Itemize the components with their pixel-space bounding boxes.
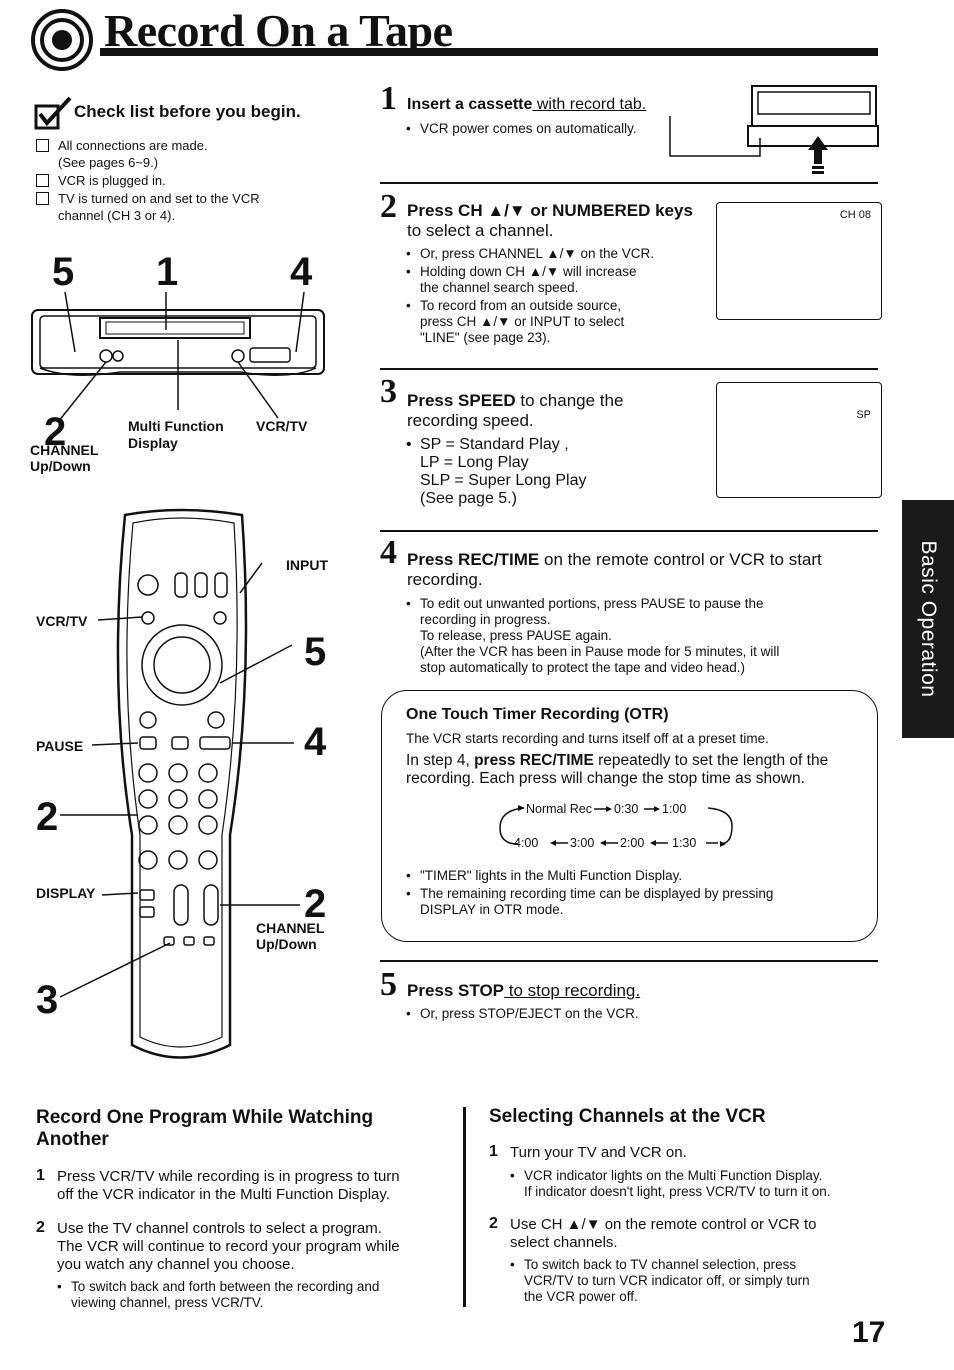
step-4-number: 4 (380, 534, 397, 571)
remote-illustration (59, 508, 300, 1059)
list-item: Use the TV channel controls to select a … (57, 1220, 400, 1273)
list-item: Press VCR/TV while recording is in progr… (57, 1168, 400, 1203)
divider (380, 530, 878, 532)
record-while-watching-heading: Record One Program While Watching Anothe… (36, 1107, 374, 1150)
remote-vcrtv-label: VCR/TV (36, 613, 88, 629)
tv-screen-speed: SP (716, 382, 882, 498)
step-1-bullets: VCR power comes on automatically. (406, 121, 676, 139)
step-5-heading: Press STOP to stop recording. (407, 981, 641, 1000)
vcr-illustration (31, 291, 325, 423)
bullet-item: "TIMER" lights in the Multi Function Dis… (406, 868, 866, 884)
remote-callout-4: 4 (304, 720, 327, 764)
otr-cycle-300: 3:00 (570, 836, 595, 850)
otr-title: One Touch Timer Recording (OTR) (406, 706, 669, 723)
vcr-callout-1: 1 (156, 250, 179, 294)
otr-cycle-030: 0:30 (614, 802, 639, 816)
otr-line2: In step 4, press REC/TIME repeatedly to … (406, 752, 829, 787)
step-1-heading: Insert a cassette with record tab. (407, 96, 647, 113)
otr-box (381, 690, 878, 942)
otr-cycle-130: 1:30 (672, 836, 697, 850)
step-2-number: 2 (380, 188, 397, 225)
divider (380, 182, 878, 184)
otr-cycle-200: 2:00 (620, 836, 645, 850)
divider (380, 960, 878, 962)
step-4-heading: Press REC/TIME on the remote control or … (407, 550, 822, 589)
step-2-bullets: Or, press CHANNEL ▲/▼ on the VCR. Holdin… (406, 246, 706, 348)
step-2-heading: Press CH ▲/▼ or NUMBERED keys to select … (407, 201, 693, 240)
title-underline (100, 48, 878, 56)
vcr-callout-2: 2 (44, 410, 67, 454)
bottom-left-bullets: To switch back and forth between the rec… (57, 1279, 457, 1313)
page-number: 17 (852, 1316, 886, 1349)
section-tab-label: Basic Operation (917, 540, 940, 698)
screen-text: CH 08 (839, 209, 871, 221)
bullet-item: Or, press STOP/EJECT on the VCR. (406, 1006, 706, 1022)
bullet-item: Holding down CH ▲/▼ will increase the ch… (406, 264, 706, 296)
checklist-item: VCR is plugged in. (36, 172, 336, 189)
step-3-number: 3 (380, 373, 397, 410)
step-4-bullets: To edit out unwanted portions, press PAU… (406, 596, 866, 678)
remote-pause-label: PAUSE (36, 738, 84, 754)
bullet-item: VCR indicator lights on the Multi Functi… (510, 1168, 890, 1200)
bullet-item: SP = Standard Play , LP = Long Play SLP … (406, 436, 686, 508)
remote-input-label: INPUT (286, 557, 328, 573)
vcr-channel-label: CHANNEL Up/Down (30, 442, 99, 474)
otr-cycle-400: 4:00 (514, 836, 539, 850)
vcr-callout-5: 5 (52, 250, 75, 294)
list-number: 2 (489, 1215, 498, 1232)
otr-cycle-normal: Normal Rec (526, 802, 592, 816)
vcr-callout-4: 4 (290, 250, 313, 294)
remote-callout-2-right: 2 (304, 882, 327, 926)
remote-channel-label: CHANNEL Up/Down (256, 920, 325, 952)
page-title: Record On a Tape (104, 5, 453, 56)
remote-callout-2-left: 2 (36, 795, 59, 839)
remote-display-label: DISPLAY (36, 885, 96, 901)
bullet-item: To switch back to TV channel selection, … (510, 1257, 890, 1305)
list-item: Turn your TV and VCR on. (510, 1144, 687, 1161)
checklist-item: TV is turned on and set to the VCR chann… (36, 190, 336, 224)
selecting-channels-heading: Selecting Channels at the VCR (489, 1106, 766, 1127)
bullet-item: To edit out unwanted portions, press PAU… (406, 596, 866, 676)
bullet-item: The remaining recording time can be disp… (406, 886, 866, 918)
bullet-item: To switch back and forth between the rec… (57, 1279, 457, 1311)
otr-line1: The VCR starts recording and turns itsel… (406, 731, 769, 746)
target-icon (31, 9, 93, 71)
bottom-right-bullets-1: VCR indicator lights on the Multi Functi… (510, 1168, 890, 1202)
bullet-item: To record from an outside source, press … (406, 298, 706, 346)
list-number: 2 (36, 1219, 45, 1236)
bullet-item: Or, press CHANNEL ▲/▼ on the VCR. (406, 246, 706, 262)
list-item: Use CH ▲/▼ on the remote control or VCR … (510, 1216, 817, 1251)
step-5-bullets: Or, press STOP/EJECT on the VCR. (406, 1006, 706, 1024)
section-tab: Basic Operation (902, 500, 954, 738)
cassette-illustration (669, 85, 879, 174)
checklist-item: All connections are made. (See pages 6~9… (36, 137, 336, 171)
column-divider (463, 1107, 466, 1307)
step-5-number: 5 (380, 966, 397, 1003)
checklist-heading: Check list before you begin. (74, 102, 301, 121)
bullet-item: VCR power comes on automatically. (406, 121, 676, 137)
tv-screen-channel: CH 08 (716, 202, 882, 320)
checklist: All connections are made. (See pages 6~9… (36, 137, 336, 225)
otr-cycle-diagram (499, 805, 733, 847)
remote-callout-3: 3 (36, 978, 59, 1022)
step-3-bullets: SP = Standard Play , LP = Long Play SLP … (406, 436, 686, 510)
vcr-vcrtv-label: VCR/TV (256, 418, 308, 434)
bottom-right-bullets-2: To switch back to TV channel selection, … (510, 1257, 890, 1307)
screen-text: SP (856, 409, 871, 421)
step-1-number: 1 (380, 80, 397, 117)
otr-cycle-100: 1:00 (662, 802, 687, 816)
remote-callout-5: 5 (304, 630, 327, 674)
list-number: 1 (36, 1167, 45, 1184)
step-3-heading: Press SPEED to change the recording spee… (407, 391, 624, 430)
list-number: 1 (489, 1143, 498, 1160)
otr-bullets: "TIMER" lights in the Multi Function Dis… (406, 868, 866, 920)
divider (380, 368, 878, 370)
vcr-multi-function-label: Multi Function Display (128, 418, 224, 451)
checkmark-icon (34, 96, 72, 130)
